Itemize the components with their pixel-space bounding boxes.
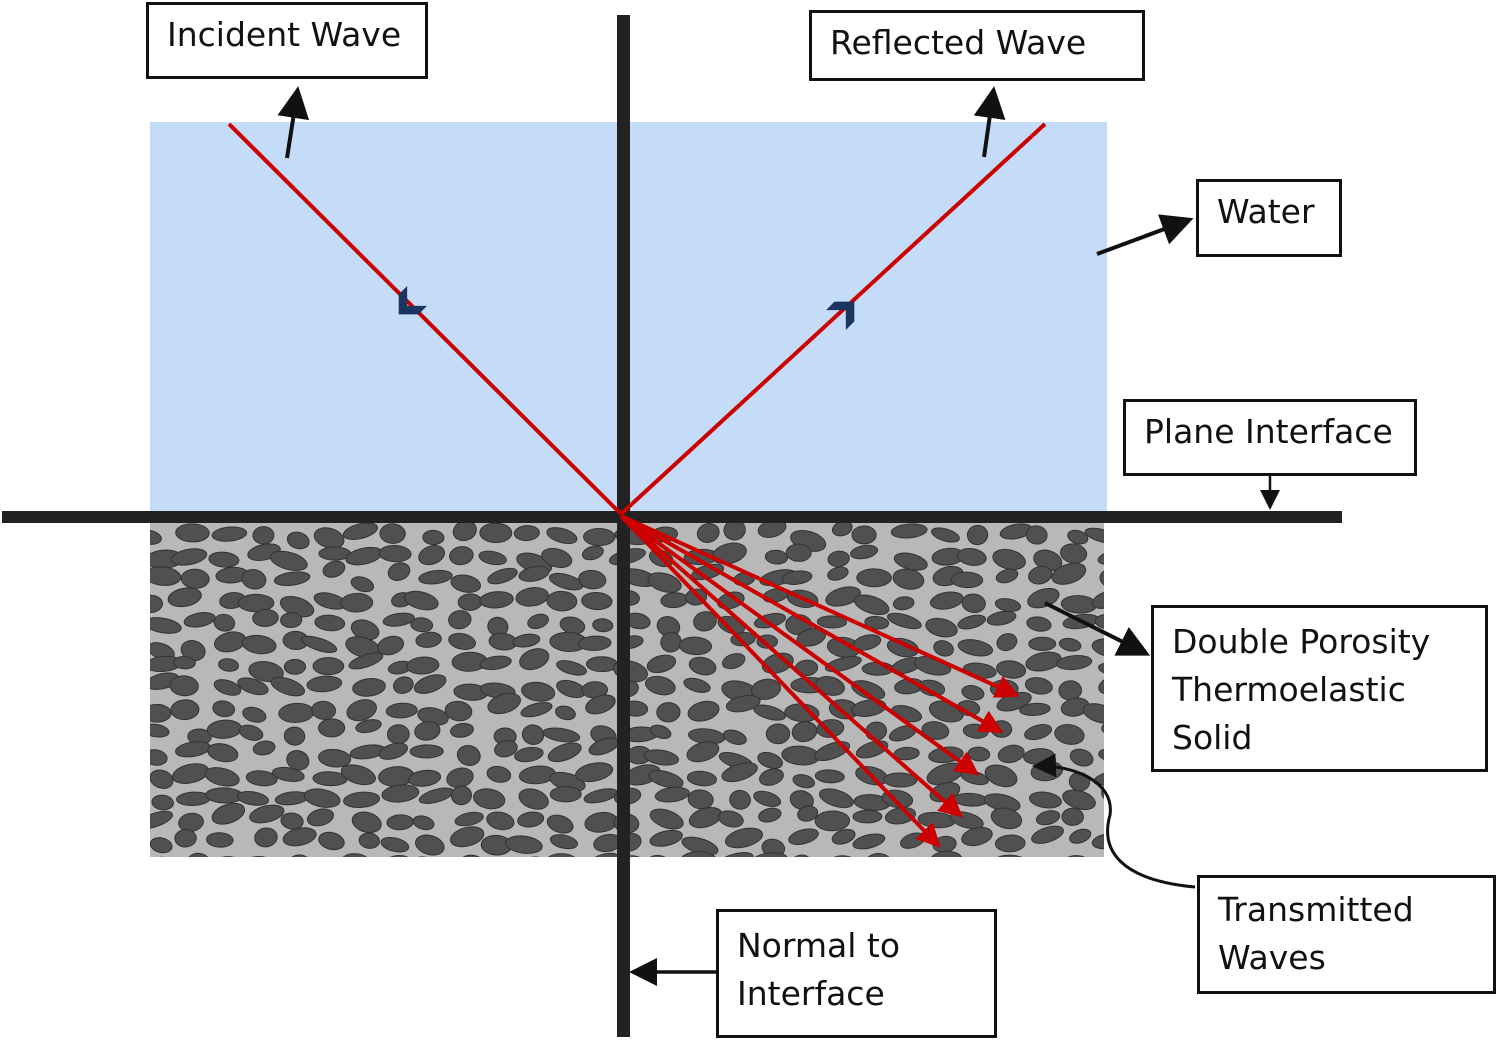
normal-text-1: Normal to bbox=[737, 926, 901, 965]
reflected-wave-label: Reflected Wave bbox=[809, 10, 1145, 81]
solid-label: Double Porosity Thermoelastic Solid bbox=[1151, 605, 1488, 772]
transmitted-ray bbox=[620, 514, 1020, 698]
incident-pointer-arrow bbox=[277, 86, 310, 159]
water-label: Water bbox=[1196, 179, 1342, 257]
plane-interface-text: Plane Interface bbox=[1144, 412, 1393, 451]
transmitted-text-1: Transmitted bbox=[1218, 890, 1414, 929]
reflected-ray bbox=[619, 122, 1047, 516]
chevron-icon bbox=[398, 286, 427, 315]
solid-pointer-arrow bbox=[1044, 601, 1151, 656]
incident-ray bbox=[227, 122, 623, 516]
transmitted-waves-label: Transmitted Waves bbox=[1197, 875, 1496, 994]
plane-interface-line bbox=[2, 511, 1342, 523]
incident-wave-label: Incident Wave bbox=[146, 2, 428, 79]
water-text: Water bbox=[1217, 192, 1315, 231]
transmitted-rays bbox=[619, 514, 1020, 848]
normal-text-2: Interface bbox=[737, 973, 885, 1013]
transmitted-ray bbox=[619, 514, 963, 818]
transmitted-ray bbox=[619, 514, 941, 848]
transmitted-text-2: Waves bbox=[1218, 937, 1326, 977]
plane-interface-label: Plane Interface bbox=[1123, 399, 1417, 476]
reflected-wave-text: Reflected Wave bbox=[830, 23, 1087, 62]
reflected-pointer-arrow bbox=[973, 86, 1006, 158]
solid-text-3: Solid bbox=[1172, 717, 1253, 757]
normal-line bbox=[617, 15, 630, 1037]
normal-to-interface-label: Normal to Interface bbox=[716, 909, 997, 1038]
porous-solid-region bbox=[150, 523, 1104, 857]
water-pointer-arrow bbox=[1096, 214, 1194, 256]
transmitted-ray bbox=[620, 514, 1004, 733]
transmitted-pointer-arrow bbox=[1032, 753, 1196, 889]
incident-wave-text: Incident Wave bbox=[167, 15, 402, 54]
chevron-icon bbox=[826, 301, 855, 330]
solid-text-2: Thermoelastic bbox=[1172, 669, 1406, 709]
solid-text-1: Double Porosity bbox=[1172, 622, 1431, 661]
transmitted-ray bbox=[619, 514, 980, 776]
